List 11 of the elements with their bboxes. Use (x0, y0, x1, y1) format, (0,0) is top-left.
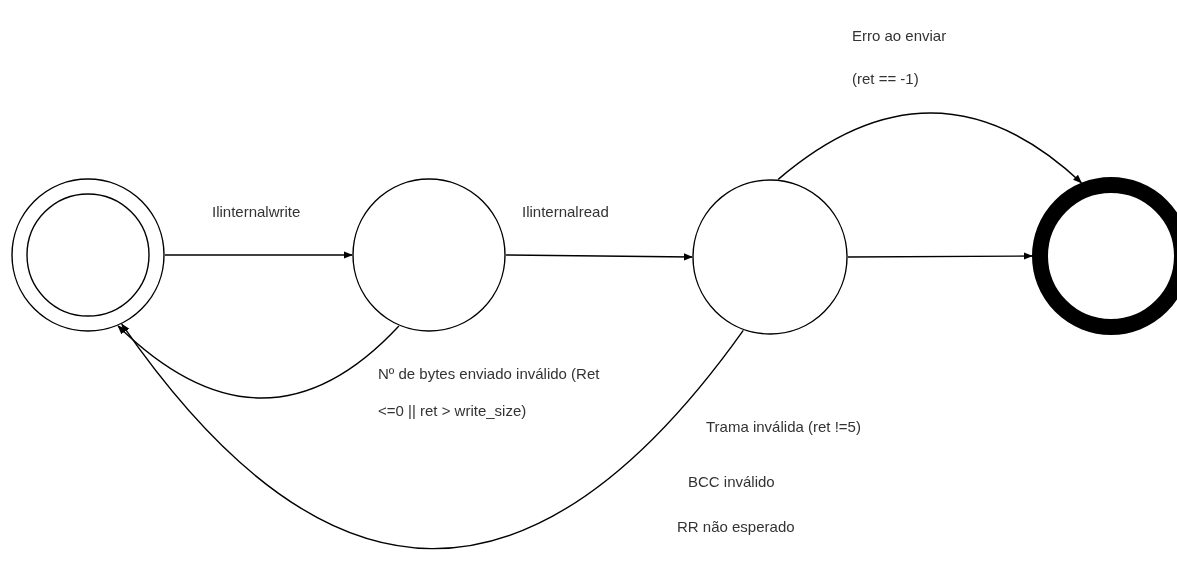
arrow (847, 252, 1033, 260)
arrow (117, 325, 400, 399)
condition-text: RR não esperado (677, 518, 795, 536)
accept-state-circle (11, 178, 165, 332)
arrow (121, 323, 744, 550)
edge-label: Trama inválida (ret !=5) (706, 418, 861, 436)
arrow (505, 253, 693, 261)
arrow (164, 251, 353, 259)
arrow (777, 112, 1083, 184)
state-circle (692, 179, 848, 335)
state-circle (352, 178, 506, 332)
